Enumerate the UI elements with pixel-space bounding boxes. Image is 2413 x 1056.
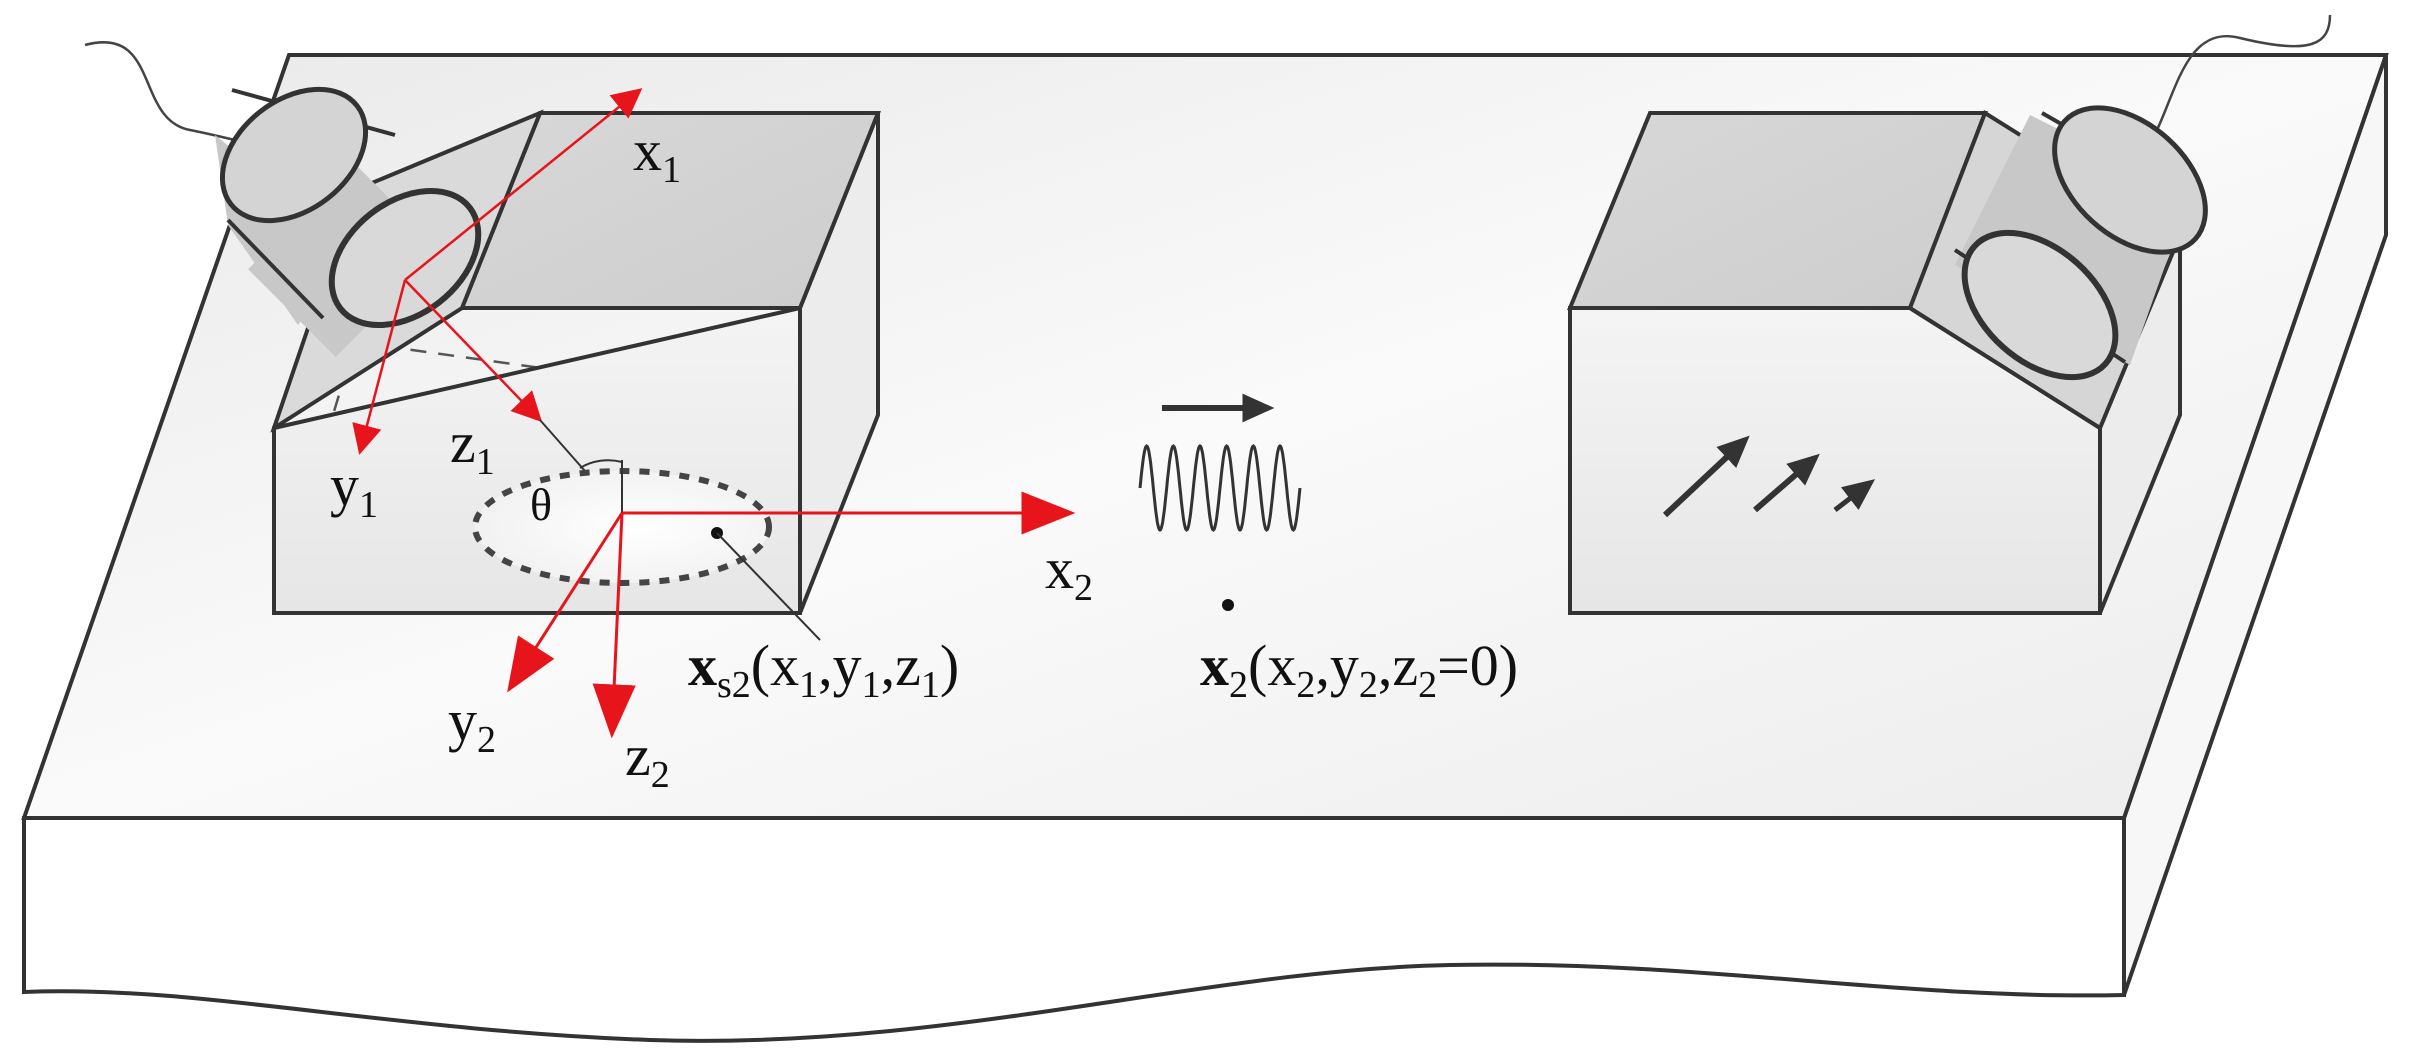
axis-labels: x1 z1 y1 θ x2 y2 z2 xs2(x1,y1,z1) x2(x2,… xyxy=(330,118,1518,796)
label-receiver-point: x2(x2,y2,z2=0) xyxy=(1200,633,1518,706)
left-transducer xyxy=(84,41,482,357)
label-y1: y1 xyxy=(330,453,378,526)
right-transducer xyxy=(1953,14,2332,381)
label-y2: y2 xyxy=(448,688,496,761)
left-transducer-back-face xyxy=(219,86,369,224)
label-z1: z1 xyxy=(450,410,495,483)
global-axes xyxy=(507,491,1076,739)
source-point-leader xyxy=(716,532,821,641)
receiver-point-dot xyxy=(1222,599,1234,611)
y2-axis xyxy=(507,512,624,693)
label-x1: x1 xyxy=(633,118,681,191)
label-theta: θ xyxy=(530,479,552,530)
label-x2: x2 xyxy=(1045,536,1093,609)
x1-axis xyxy=(404,88,643,281)
left-transducer-front-face xyxy=(328,187,482,329)
z1-axis xyxy=(404,279,543,423)
right-transducer-front-face xyxy=(1961,229,2119,381)
wave-arrow-small xyxy=(1833,479,1876,512)
z2-axis xyxy=(592,512,636,739)
theta-arc xyxy=(579,459,623,469)
wave-arrow-medium xyxy=(1753,453,1820,513)
plate-front-face xyxy=(22,816,2126,1043)
right-transducer-back-face xyxy=(2052,105,2208,255)
y1-axis xyxy=(352,279,407,455)
label-z2: z2 xyxy=(625,723,670,796)
wave-arrow-large xyxy=(1662,435,1750,518)
label-source-point: xs2(x1,y1,z1) xyxy=(688,633,959,706)
sine-wave-icon xyxy=(1138,393,1302,532)
